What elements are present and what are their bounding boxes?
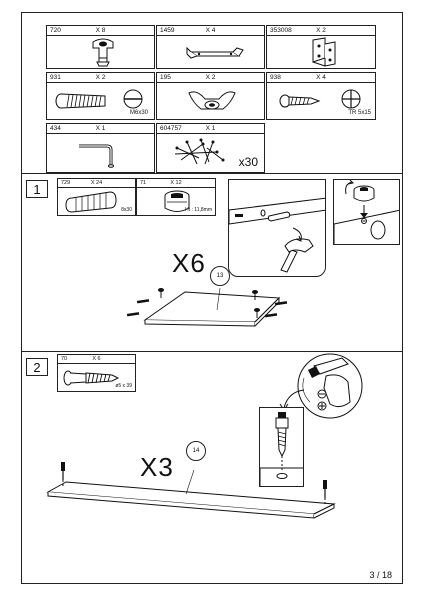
part-cell-604757: 604757 X 1 x30 xyxy=(156,123,265,173)
part-qty: X 6 xyxy=(92,356,101,362)
part-note: 8x30 xyxy=(121,207,132,213)
part-code: 195 xyxy=(160,74,171,81)
part-code: 353008 xyxy=(270,27,292,34)
part-note: M6x30 xyxy=(129,110,148,116)
step1-multiplier: X6 xyxy=(172,248,206,278)
part-cell-720: 720 X 8 xyxy=(46,25,155,69)
confirmat-screw-icon xyxy=(63,370,120,386)
step2-multiplier: X3 xyxy=(140,452,174,482)
part-qty: X 8 xyxy=(95,27,106,34)
part-qty: X 1 xyxy=(205,125,216,132)
part-qty: X 2 xyxy=(205,74,216,81)
part-cell-195: 195 X 2 xyxy=(156,72,265,120)
part-cell-353008: 353008 X 2 xyxy=(266,25,376,69)
part-code: 1459 xyxy=(160,27,175,34)
part-code: 434 xyxy=(50,125,61,132)
panel-13-drawing xyxy=(126,287,288,327)
part-qty: X 2 xyxy=(316,27,326,34)
part-cell-1459: 1459 X 4 xyxy=(156,25,265,69)
part-note: TR 5x15 xyxy=(348,110,371,116)
cam-insert-detail xyxy=(333,179,400,245)
dowel-insert-illustration xyxy=(229,197,325,273)
part-code: 720 xyxy=(50,27,61,34)
section-divider-2 xyxy=(21,351,403,352)
screw-insert-detail xyxy=(259,407,304,487)
allen-key-icon xyxy=(79,144,114,168)
part-code: 70 xyxy=(61,356,68,362)
part-cell-71: 71 X 12 Ht : 11,8mm xyxy=(136,178,216,216)
bracket-plate-icon xyxy=(186,46,244,59)
section-divider-1 xyxy=(21,173,403,174)
nails-quantity-label: x30 xyxy=(238,155,258,169)
part-note: Ht : 11,8mm xyxy=(185,207,212,213)
cam-bolt-icon xyxy=(92,38,114,67)
part-cell-931: 931 X 2 M6x30 xyxy=(46,72,155,120)
part-cell-938: 938 X 4 TR 5x15 xyxy=(266,72,376,120)
part-code: 71 xyxy=(140,180,147,186)
part-qty: X 1 xyxy=(95,125,106,132)
part-code: 604757 xyxy=(160,125,182,132)
part-code: 729 xyxy=(61,180,71,186)
page-number: 3 / 18 xyxy=(369,570,392,580)
cam-insert-illustration xyxy=(334,180,399,244)
wing-nut-icon xyxy=(188,91,236,110)
bolt-icon xyxy=(55,89,143,109)
part-cell-729: 729 X 24 8x30 xyxy=(57,178,136,216)
part-note: ø5 x 39 xyxy=(115,383,132,389)
panel-14-drawing xyxy=(46,462,336,519)
page-frame xyxy=(21,12,403,584)
panel-callout-13: 13 xyxy=(210,266,230,286)
nails-bag-icon xyxy=(174,138,225,165)
part-cell-434: 434 X 1 xyxy=(46,123,155,173)
cam-lock-icon xyxy=(164,190,190,212)
dowel-icon xyxy=(65,191,117,213)
screwdriver-detail xyxy=(297,353,363,419)
screw-icon xyxy=(279,89,361,109)
part-qty: X 4 xyxy=(205,27,216,34)
dowel-insert-detail xyxy=(228,179,326,277)
part-qty: X 24 xyxy=(90,180,103,186)
panel-callout-14: 14 xyxy=(186,441,206,461)
part-code: 938 xyxy=(270,74,281,81)
part-code: 931 xyxy=(50,74,61,81)
step-number-1: 1 xyxy=(26,180,48,198)
part-cell-70: 70 X 6 ø5 x 39 xyxy=(57,354,136,392)
step-number-2: 2 xyxy=(26,358,48,376)
part-qty: X 12 xyxy=(170,180,182,186)
part-qty: X 2 xyxy=(95,74,106,81)
corner-bracket-icon xyxy=(312,37,336,67)
screw-insert-illustration xyxy=(260,412,303,486)
part-qty: X 4 xyxy=(316,74,326,81)
